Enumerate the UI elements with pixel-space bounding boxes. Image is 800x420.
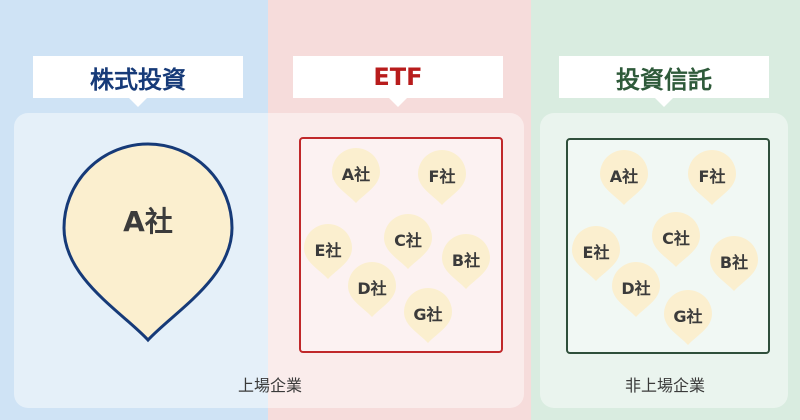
company-pin: D社	[610, 262, 662, 318]
company-pin-label: B社	[719, 253, 749, 272]
company-pin-label: D社	[621, 279, 651, 298]
company-pin: E社	[302, 224, 354, 280]
company-pin-label: D社	[357, 279, 387, 298]
company-pin: B社	[708, 236, 760, 292]
map-pin-icon	[572, 226, 620, 281]
map-pin-icon	[304, 224, 352, 279]
company-pin-label: A社	[341, 165, 371, 184]
company-pin: C社	[650, 212, 702, 268]
company-pin: C社	[382, 214, 434, 270]
map-pin-icon	[404, 288, 452, 343]
company-pin-label: G社	[673, 307, 703, 326]
listed-companies-caption: 上場企業	[237, 376, 302, 395]
company-pin: G社	[402, 288, 454, 344]
investment-trust-label: 投資信託	[559, 56, 769, 107]
map-pin-icon	[664, 290, 712, 345]
company-pin: G社	[662, 290, 714, 346]
map-pin-icon	[612, 262, 660, 317]
company-pin-label: G社	[413, 305, 443, 324]
company-pin: A社	[330, 148, 382, 204]
map-pin-icon	[384, 214, 432, 269]
map-pin-icon	[332, 148, 380, 203]
map-pin-icon	[652, 212, 700, 267]
map-pin-icon	[442, 234, 490, 289]
company-pin-label: A社	[609, 167, 639, 186]
company-pin: F社	[416, 150, 468, 206]
etf-label: ETF	[293, 56, 503, 107]
company-pin-label: C社	[662, 229, 690, 248]
company-pin: A社	[598, 150, 650, 206]
company-pin: E社	[570, 226, 622, 282]
company-pin-label: F社	[698, 167, 726, 186]
company-pin-label: C社	[394, 231, 422, 250]
map-pin-icon	[348, 262, 396, 317]
stock-company-pin-icon	[62, 142, 234, 343]
company-pin-label: E社	[582, 243, 610, 262]
map-pin-icon	[688, 150, 736, 205]
stock-investment-label: 株式投資	[33, 56, 243, 107]
company-pin: D社	[346, 262, 398, 318]
unlisted-companies-caption: 非上場企業	[624, 376, 705, 395]
company-pin-label: F社	[428, 167, 456, 186]
map-pin-icon	[710, 236, 758, 291]
company-pin-label: B社	[451, 251, 481, 270]
company-pin: F社	[686, 150, 738, 206]
company-pin-label: E社	[314, 241, 342, 260]
stock-company-label: A社	[123, 205, 173, 238]
company-pin: B社	[440, 234, 492, 290]
map-pin-icon	[418, 150, 466, 205]
map-pin-icon	[600, 150, 648, 205]
